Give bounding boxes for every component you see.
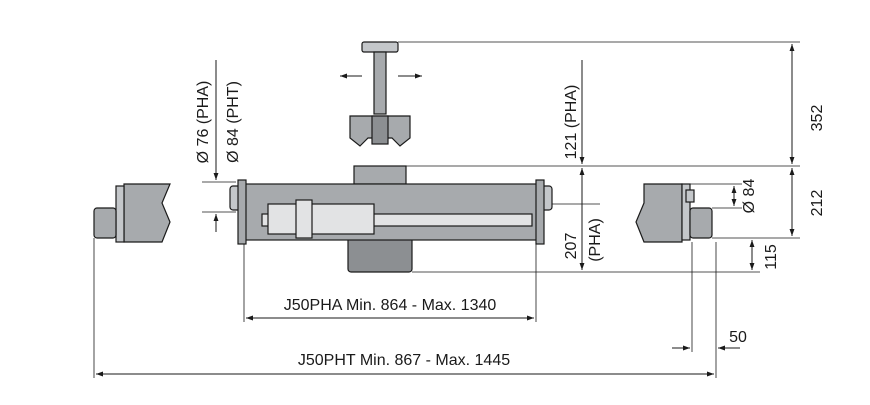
dim-50-label: 50 — [729, 329, 747, 346]
dim-121-pha-label: 121 (PHA) — [563, 85, 580, 160]
lifting-head — [349, 41, 411, 147]
dim-352-label: 352 — [809, 105, 826, 132]
span-pha-label: J50PHA Min. 864 - Max. 1340 — [284, 297, 497, 314]
right-rail-section — [635, 183, 713, 243]
dimension-lines — [96, 44, 795, 377]
extension-lines — [93, 41, 800, 378]
dim-207-pha-label: (PHA) — [587, 218, 604, 262]
main-beam — [229, 165, 553, 273]
dim-212-label: 212 — [809, 190, 826, 217]
dim-84-right-label: Ø 84 — [741, 179, 758, 214]
span-pht-label: J50PHT Min. 867 - Max. 1445 — [298, 352, 510, 369]
left-rail-section — [93, 183, 171, 243]
dim-76-pha-label: Ø 76 (PHA) — [195, 81, 212, 164]
dim-84-pht-label: Ø 84 (PHT) — [225, 81, 242, 163]
dim-207-label: 207 — [563, 233, 580, 260]
dim-115-label: 115 — [763, 244, 780, 270]
